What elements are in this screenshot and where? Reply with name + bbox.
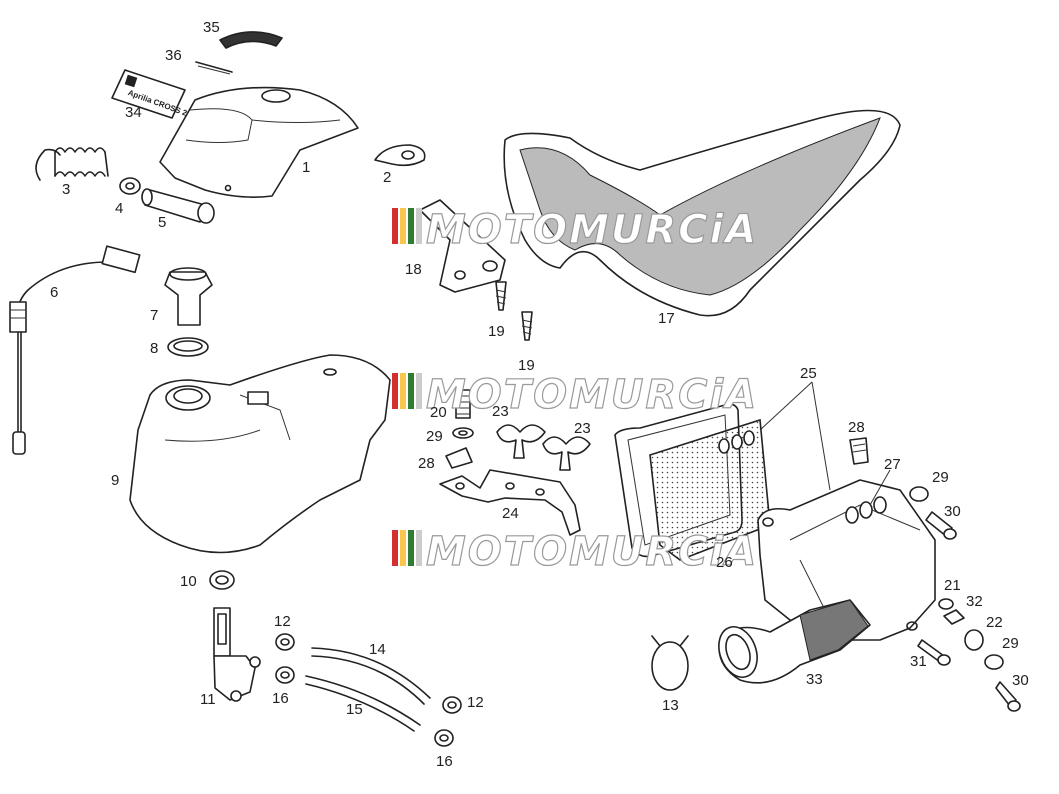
callout-35: 35	[203, 19, 220, 36]
callout-23a: 23	[492, 403, 509, 420]
callout-16b: 16	[436, 753, 453, 770]
part-10-clip	[209, 570, 235, 590]
part-31-bolt	[917, 639, 951, 666]
part-33-intake-duct	[718, 599, 871, 684]
part-19-screw-1	[495, 281, 507, 311]
callout-21: 21	[944, 577, 961, 594]
callout-5: 5	[158, 214, 166, 231]
callout-27: 27	[884, 456, 901, 473]
watermark-text-1: MOTOMURCiA	[426, 207, 758, 253]
callout-1: 1	[302, 159, 310, 176]
part-14-hose	[311, 647, 431, 705]
watermark-3: MOTOMURCiA	[392, 528, 758, 576]
part-17-seat	[503, 109, 901, 317]
part-30-bolt-bottom-right	[995, 681, 1021, 712]
watermark-2: MOTOMURCiA	[392, 371, 758, 419]
part-11-fuel-tap	[213, 607, 261, 702]
callout-28a: 28	[418, 455, 435, 472]
part-36-pin	[195, 61, 233, 75]
part-1-tank-cover	[159, 86, 359, 198]
part-8-seal-ring	[167, 337, 209, 357]
part-3-spring	[35, 147, 109, 181]
watermark-1: MOTOMURCiA	[392, 206, 758, 254]
callout-33: 33	[806, 671, 823, 688]
callout-24: 24	[502, 505, 519, 522]
callout-labels: 35 36 34 1 2 3 4 5 6 7 8 9 10 11 12 16 1…	[50, 19, 1029, 770]
part-32-nut	[943, 609, 965, 625]
part-4-grommet	[119, 177, 141, 195]
part-2-bracket	[374, 144, 426, 167]
callout-22: 22	[986, 614, 1003, 631]
part-6-level-sender	[9, 245, 141, 455]
part-29-washer-top-right	[909, 486, 929, 502]
part-28-nut-middle	[445, 447, 473, 469]
part-21-washer	[938, 598, 954, 610]
part-13-hose-clamp	[651, 635, 689, 691]
callout-23b: 23	[574, 420, 591, 437]
part-5-spacer	[141, 188, 215, 224]
callout-20: 20	[430, 404, 447, 421]
callout-8: 8	[150, 340, 158, 357]
callout-25: 25	[800, 365, 817, 382]
callout-4: 4	[115, 200, 123, 217]
part-18-seat-bracket	[419, 199, 506, 293]
callout-30b: 30	[1012, 672, 1029, 689]
callout-19b: 19	[518, 357, 535, 374]
callout-29a: 29	[426, 428, 443, 445]
callout-17: 17	[658, 310, 675, 327]
callout-18: 18	[405, 261, 422, 278]
callout-29c: 29	[1002, 635, 1019, 652]
part-15-hose	[305, 675, 421, 732]
part-7-fuel-cap	[164, 267, 213, 326]
part-19-screw-2	[521, 311, 533, 341]
callout-6: 6	[50, 284, 58, 301]
callout-31: 31	[910, 653, 927, 670]
part-27-airbox	[757, 479, 936, 641]
callout-12a: 12	[274, 613, 291, 630]
part-25-air-filter-element	[649, 418, 771, 561]
watermark-text-3: MOTOMURCiA	[426, 529, 758, 575]
part-29-washer-middle	[452, 427, 474, 439]
part-9-fuel-tank	[129, 354, 391, 554]
callout-13: 13	[662, 697, 679, 714]
part-16-clip-left	[275, 666, 295, 684]
part-12-clip-right	[442, 696, 462, 714]
callout-34: 34	[125, 104, 142, 121]
part-12-clip-left	[275, 633, 295, 651]
callout-36: 36	[165, 47, 182, 64]
callout-3: 3	[62, 181, 70, 198]
callout-30a: 30	[944, 503, 961, 520]
part-30-bolt-top-right	[925, 511, 957, 540]
callout-15: 15	[346, 701, 363, 718]
callout-14: 14	[369, 641, 386, 658]
callout-28b: 28	[848, 419, 865, 436]
part-29-washer-bottom-right	[984, 654, 1004, 670]
callout-10: 10	[180, 573, 197, 590]
leader-lines	[759, 381, 891, 506]
part-16-clip-right	[434, 729, 454, 747]
part-24-bracket	[439, 469, 581, 536]
callout-32: 32	[966, 593, 983, 610]
part-35-sticker	[219, 31, 283, 49]
part-22-rubber-mount	[964, 629, 984, 651]
callout-16a: 16	[272, 690, 289, 707]
callout-12b: 12	[467, 694, 484, 711]
callout-19a: 19	[488, 323, 505, 340]
callout-11: 11	[200, 691, 216, 708]
callout-26: 26	[716, 554, 733, 571]
callout-7: 7	[150, 307, 158, 324]
callout-2: 2	[383, 169, 391, 186]
part-28-clip-right	[849, 437, 869, 465]
callout-9: 9	[111, 472, 119, 489]
watermark-text-2: MOTOMURCiA	[426, 372, 758, 418]
part-20-spring	[455, 389, 471, 419]
part-23-wing-nut-1	[496, 424, 546, 459]
part-23-wing-nut-2	[542, 436, 591, 471]
callout-29b: 29	[932, 469, 949, 486]
